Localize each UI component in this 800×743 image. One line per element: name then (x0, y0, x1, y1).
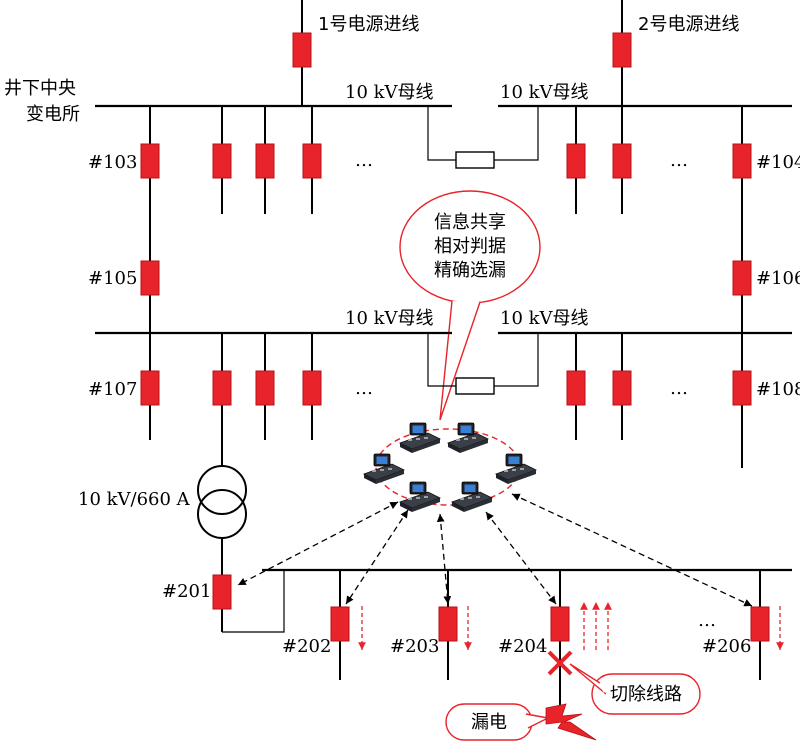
transformer-breaker (212, 370, 232, 406)
callout-line2: 相对判据 (434, 236, 506, 257)
source1-breaker (292, 32, 312, 68)
breaker-204 (550, 606, 570, 642)
comm-link-202 (345, 509, 409, 605)
monitoring-terminal-icon (447, 422, 489, 454)
breaker-203 (438, 606, 458, 642)
top-feeder-breaker (612, 143, 632, 179)
substation-label-line1: 井下中央 (4, 78, 76, 99)
breaker-202-label: #202 (282, 636, 331, 657)
top-bus-tie-right (494, 106, 539, 161)
breaker-108 (732, 370, 752, 406)
callout-line3: 精确选漏 (434, 260, 506, 281)
monitoring-terminal-icon (451, 481, 493, 513)
cut-line-label: 切除线路 (610, 684, 682, 705)
source1-label: 1号电源进线 (318, 14, 419, 35)
breaker-103-label: #103 (88, 152, 137, 173)
breaker-105 (140, 260, 160, 296)
mid-right-bus-label: 10 kV母线 (500, 308, 589, 329)
mid-feeder-breaker (612, 370, 632, 406)
breaker-201 (212, 574, 232, 610)
top-feeder-breaker (302, 143, 322, 179)
breaker-104-label: #104 (756, 152, 800, 173)
cut-line-callout (591, 673, 701, 715)
transformer-label: 10 kV/660 A (78, 489, 191, 510)
comm-link-201 (237, 501, 399, 586)
breaker-106 (732, 260, 752, 296)
breaker-104 (732, 143, 752, 179)
mid-feeder-breaker (566, 370, 586, 406)
source2-label: 2号电源进线 (638, 14, 739, 35)
breaker-204-label: #204 (498, 636, 547, 657)
breaker-107 (140, 370, 160, 406)
mid-left-bus-label: 10 kV母线 (345, 308, 434, 329)
monitoring-terminal-icon (399, 481, 441, 513)
breaker-203-label: #203 (390, 636, 439, 657)
transformer-primary-winding (197, 465, 247, 515)
mid-bus-tie-right (494, 333, 539, 387)
x-mark-icon (547, 650, 573, 676)
callout-pointer (439, 300, 481, 421)
top-feeder-breaker (566, 143, 586, 179)
top-left-bus-label: 10 kV母线 (345, 82, 434, 103)
mid-feeder-breaker (255, 370, 275, 406)
top-bus-coupler (455, 151, 495, 169)
top-right-bus-label: 10 kV母线 (500, 82, 589, 103)
top-bus-tie-left (427, 106, 456, 161)
mid-bus-tie-left (427, 333, 456, 387)
source2-breaker (612, 32, 632, 68)
breaker-202 (330, 606, 350, 642)
mid-right-ellipsis: … (670, 378, 688, 399)
leakage-label: 漏电 (471, 712, 507, 733)
mid-feeder-breaker (302, 370, 322, 406)
top-right-ellipsis: … (670, 150, 688, 171)
breaker-105-label: #105 (88, 268, 137, 289)
comm-link-206 (511, 493, 753, 607)
callout-line1: 信息共享 (434, 212, 506, 233)
top-feeder-breaker (212, 143, 232, 179)
monitoring-terminal-icon (363, 453, 405, 485)
breaker-107-label: #107 (88, 379, 137, 400)
breaker-201-label: #201 (162, 581, 211, 602)
mid-bus-coupler (455, 377, 495, 395)
lightning-bolt-icon (545, 703, 597, 741)
breaker-103 (140, 143, 160, 179)
monitoring-terminal-icon (399, 422, 441, 454)
monitoring-terminal-icon (495, 453, 537, 485)
incomer-201-link (222, 570, 285, 633)
top-left-ellipsis: … (355, 150, 373, 171)
breaker-206 (750, 606, 770, 642)
mid-left-ellipsis: … (355, 378, 373, 399)
lv-ellipsis: … (698, 610, 716, 631)
substation-label-line2: 变电所 (26, 104, 80, 125)
breaker-206-label: #206 (702, 636, 751, 657)
breaker-106-label: #106 (756, 268, 800, 289)
top-feeder-breaker (255, 143, 275, 179)
comm-link-203 (436, 513, 452, 605)
comm-link-204 (485, 511, 557, 605)
breaker-108-label: #108 (756, 379, 800, 400)
